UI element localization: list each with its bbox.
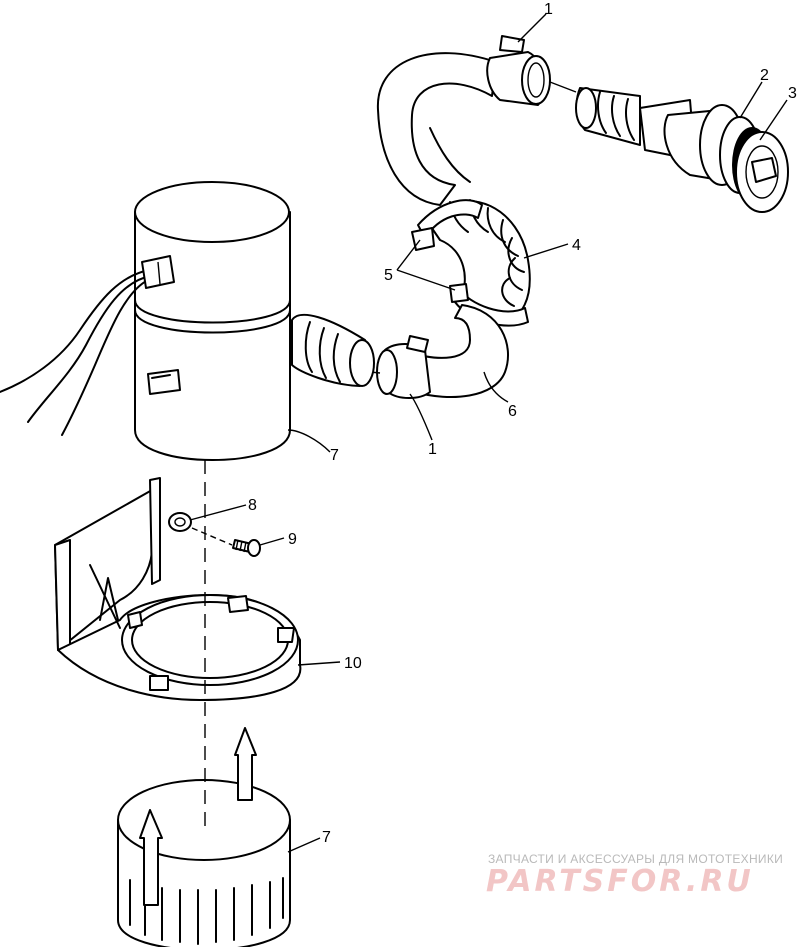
callout-10: 10 — [344, 655, 362, 672]
callout-labels: 1 2 3 4 5 6 1 7 8 9 10 7 — [248, 1, 797, 846]
hose-clamp-top — [486, 35, 551, 106]
callout-6: 6 — [508, 403, 517, 420]
callout-1-bottom: 1 — [428, 441, 437, 458]
screw — [232, 539, 261, 557]
callout-1-top: 1 — [544, 1, 553, 18]
pump-wires — [0, 255, 175, 436]
callout-5: 5 — [384, 267, 393, 284]
hose-clamp-upper — [411, 199, 483, 251]
mounting-bracket — [54, 477, 302, 701]
bilge-pump-motor — [134, 181, 291, 461]
pump-outlet-nozzle — [291, 313, 375, 387]
hose-upper — [376, 52, 497, 206]
callout-4: 4 — [572, 237, 581, 254]
hose-clamp-bottom — [376, 335, 431, 399]
watermark-logo: PARTSFOR.RU — [486, 864, 754, 899]
callout-3: 3 — [788, 85, 797, 102]
callout-2: 2 — [760, 67, 769, 84]
callout-8: 8 — [248, 497, 257, 514]
callout-7-pump: 7 — [330, 447, 339, 464]
thru-hull-fitting — [575, 87, 789, 213]
callout-leaders — [189, 13, 788, 853]
watermark-caption: ЗАПЧАСТИ И АКСЕССУАРЫ ДЛЯ МОТОТЕХНИКИ — [488, 852, 784, 866]
washer — [168, 512, 192, 532]
strainer-base — [117, 727, 291, 947]
callout-7-strainer: 7 — [322, 829, 331, 846]
corrugated-hose — [424, 199, 531, 323]
callout-9: 9 — [288, 531, 297, 548]
